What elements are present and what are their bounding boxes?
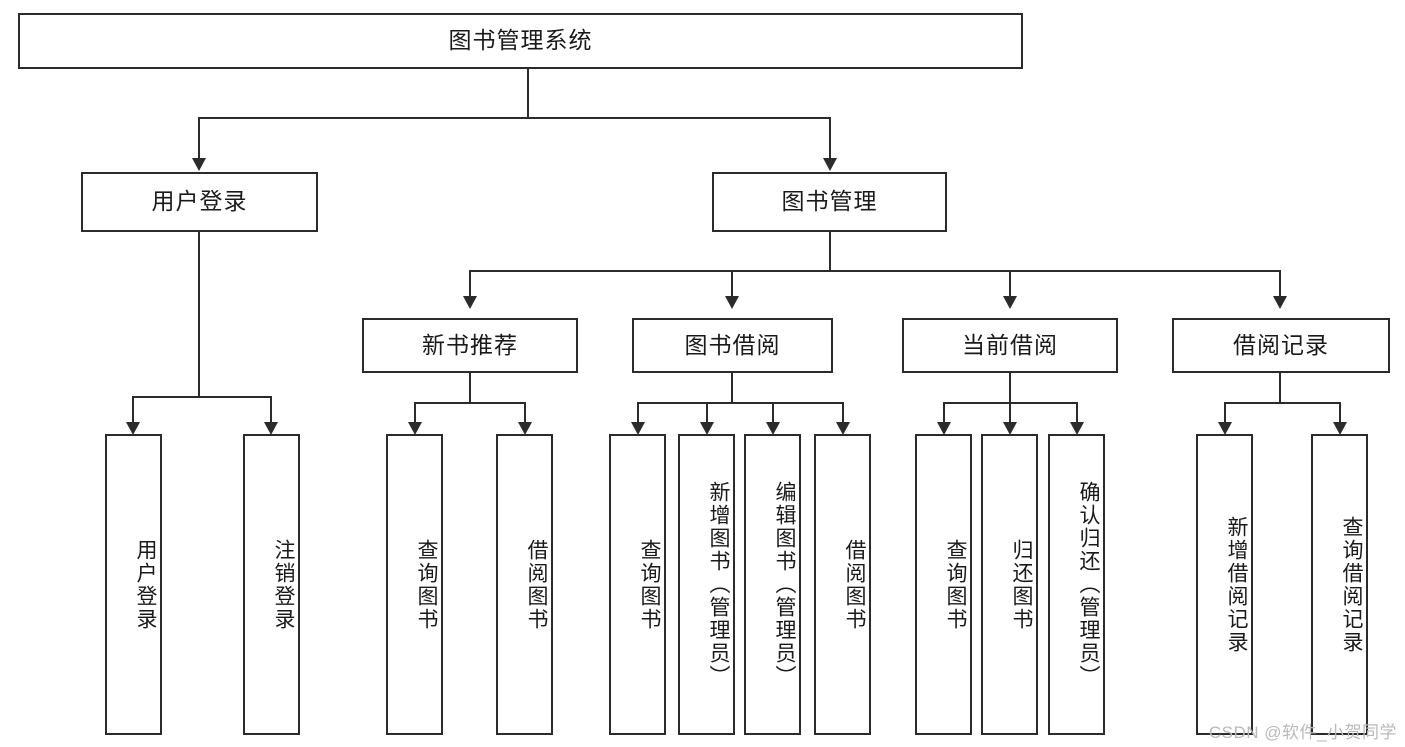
node-book-borrow[interactable]: 图书借阅: [632, 318, 833, 373]
arrow-borrow-record-leaf1: [1218, 422, 1232, 435]
node-label: 图书管理: [781, 188, 878, 215]
node-label: 新增图书（管理员）: [707, 481, 730, 688]
connector-user-login-bus: [132, 396, 270, 398]
connector-level2-bus: [198, 117, 830, 119]
arrow-to-book-manage: [823, 158, 837, 171]
connector-to-book-borrow: [731, 270, 733, 296]
leaf-current-borrow-1[interactable]: 归还图书: [981, 434, 1038, 735]
connector-to-new-book: [469, 270, 471, 296]
leaf-book-borrow-2[interactable]: 编辑图书（管理员）: [744, 434, 801, 735]
connector-to-borrow-record: [1279, 270, 1281, 296]
arrow-to-new-book: [463, 296, 477, 309]
connector-book-manage-stem: [829, 232, 831, 270]
connector-new-book-bus: [414, 402, 524, 404]
connector-book-borrow-stem: [731, 373, 733, 402]
arrow-book-borrow-leaf1: [631, 422, 645, 435]
node-book-manage[interactable]: 图书管理: [712, 172, 947, 232]
arrow-to-book-borrow: [725, 296, 739, 309]
connector-user-login-leaf1: [132, 396, 134, 422]
connector-borrow-record-bus: [1224, 402, 1339, 404]
node-label: 借阅图书: [843, 538, 866, 631]
node-label: 用户登录: [134, 538, 157, 631]
connector-level3-bus: [469, 270, 1280, 272]
arrow-current-borrow-leaf2: [1003, 422, 1017, 435]
leaf-new-book-0[interactable]: 查询图书: [386, 434, 443, 735]
leaf-user-login-1[interactable]: 注销登录: [243, 434, 300, 735]
node-label: 查询借阅记录: [1340, 515, 1363, 654]
node-label: 借阅图书: [525, 538, 548, 631]
node-label: 查询图书: [415, 538, 438, 631]
arrow-book-borrow-leaf2: [700, 422, 714, 435]
node-root-system[interactable]: 图书管理系统: [18, 13, 1023, 69]
node-label: 查询图书: [944, 538, 967, 631]
node-label: 用户登录: [151, 188, 248, 215]
connector-user-login-leaf2: [270, 396, 272, 422]
connector-user-login-stem: [198, 232, 200, 396]
arrow-current-borrow-leaf3: [1070, 422, 1084, 435]
connector-borrow-record-leaf2: [1339, 402, 1341, 422]
connector-book-borrow-leaf4: [842, 402, 844, 422]
connector-book-borrow-leaf2: [706, 402, 708, 422]
node-label: 归还图书: [1010, 538, 1033, 631]
arrow-borrow-record-leaf2: [1333, 422, 1347, 435]
node-label: 新增借阅记录: [1225, 515, 1248, 654]
connector-book-borrow-leaf1: [637, 402, 639, 422]
csdn-watermark: CSDN @软件_小贺同学: [1208, 723, 1397, 742]
connector-to-user-login: [198, 117, 200, 158]
connector-borrow-record-leaf1: [1224, 402, 1226, 422]
arrow-new-book-leaf2: [518, 422, 532, 435]
connector-new-book-leaf2: [524, 402, 526, 422]
leaf-new-book-1[interactable]: 借阅图书: [496, 434, 553, 735]
arrow-to-borrow-record: [1273, 296, 1287, 309]
leaf-borrow-record-1[interactable]: 查询借阅记录: [1311, 434, 1368, 735]
node-label: 新书推荐: [422, 331, 518, 358]
leaf-user-login-0[interactable]: 用户登录: [105, 434, 162, 735]
leaf-book-borrow-1[interactable]: 新增图书（管理员）: [678, 434, 735, 735]
leaf-borrow-record-0[interactable]: 新增借阅记录: [1196, 434, 1253, 735]
leaf-book-borrow-0[interactable]: 查询图书: [609, 434, 666, 735]
arrow-book-borrow-leaf3: [766, 422, 780, 435]
leaf-current-borrow-2[interactable]: 确认归还（管理员）: [1048, 434, 1105, 735]
node-label: 图书借阅: [684, 331, 781, 358]
arrow-user-login-leaf1: [126, 422, 140, 435]
connector-root-stem: [527, 69, 529, 117]
arrow-new-book-leaf1: [408, 422, 422, 435]
node-label: 当前借阅: [962, 331, 1058, 358]
node-label: 借阅记录: [1233, 331, 1329, 358]
connector-current-borrow-stem: [1009, 373, 1011, 402]
leaf-current-borrow-0[interactable]: 查询图书: [915, 434, 972, 735]
arrow-to-current-borrow: [1003, 296, 1017, 309]
arrow-current-borrow-leaf1: [937, 422, 951, 435]
arrow-to-user-login: [192, 158, 206, 171]
connector-new-book-stem: [469, 373, 471, 402]
node-label: 编辑图书（管理员）: [773, 481, 796, 688]
connector-current-borrow-leaf2: [1009, 402, 1011, 422]
arrow-user-login-leaf2: [264, 422, 278, 435]
node-current-borrow[interactable]: 当前借阅: [902, 318, 1118, 373]
connector-current-borrow-leaf1: [943, 402, 945, 422]
node-label: 查询图书: [638, 538, 661, 631]
connector-current-borrow-leaf3: [1076, 402, 1078, 422]
leaf-book-borrow-3[interactable]: 借阅图书: [814, 434, 871, 735]
connector-borrow-record-stem: [1279, 373, 1281, 402]
connector-book-borrow-leaf3: [772, 402, 774, 422]
node-new-book-recommend[interactable]: 新书推荐: [362, 318, 578, 373]
node-user-login[interactable]: 用户登录: [81, 172, 318, 232]
node-label: 确认归还（管理员）: [1077, 481, 1100, 688]
connector-book-borrow-bus: [637, 402, 843, 404]
node-label: 图书管理系统: [448, 27, 593, 54]
arrow-book-borrow-leaf4: [836, 422, 850, 435]
connector-new-book-leaf1: [414, 402, 416, 422]
connector-to-current-borrow: [1009, 270, 1011, 296]
node-borrow-record[interactable]: 借阅记录: [1172, 318, 1390, 373]
node-label: 注销登录: [272, 538, 295, 631]
connector-to-book-manage: [829, 117, 831, 158]
